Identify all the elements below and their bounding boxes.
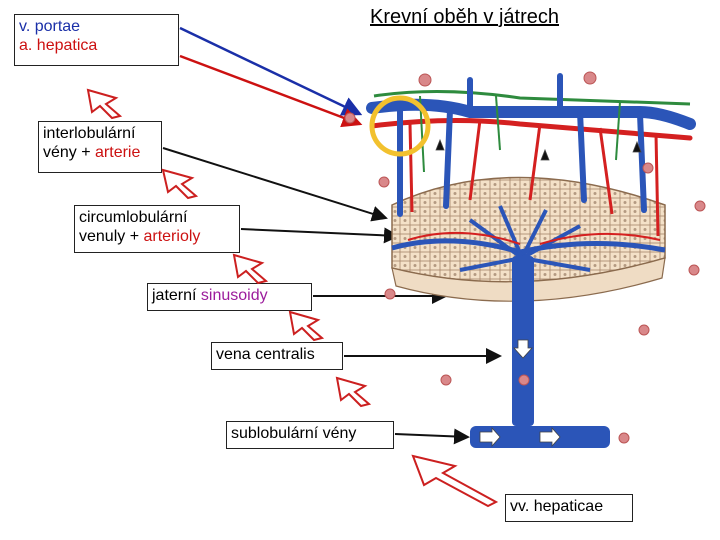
label-portae-hepatica: v. portae a. hepatica bbox=[14, 14, 179, 66]
flow-arrow-6 bbox=[411, 454, 499, 508]
label-sublobular: sublobulární vény bbox=[226, 421, 394, 449]
label-circumlobular: circumlobulární venuly + arterioly bbox=[74, 205, 240, 253]
circumlobular-arterioles bbox=[407, 231, 661, 245]
label-hepatica: a. hepatica bbox=[19, 37, 98, 54]
liver-lobule-illustration bbox=[344, 71, 706, 448]
flow-arrow-2 bbox=[161, 168, 199, 200]
diagram-title: Krevní oběh v játrech bbox=[370, 6, 559, 28]
label-interlobular: interlobulární vény + arterie bbox=[38, 121, 162, 173]
lobule-base bbox=[391, 257, 666, 302]
bile-duct bbox=[373, 89, 691, 106]
label-interlobular-arteries: arterie bbox=[95, 144, 141, 161]
label-sinusoids: jaterní sinusoidy bbox=[147, 283, 312, 311]
label-portae: v. portae bbox=[19, 18, 81, 35]
label-circumlobular-title: circumlobulární bbox=[79, 209, 188, 226]
label-interlobular-title: interlobulární bbox=[43, 125, 136, 142]
label-circumlobular-venules: venuly + bbox=[79, 228, 144, 245]
label-vena-centralis: vena centralis bbox=[211, 342, 343, 370]
blood-cells bbox=[344, 71, 706, 444]
flow-arrow-1 bbox=[86, 88, 123, 120]
flow-arrow-5 bbox=[335, 376, 372, 408]
pointer-interlobular bbox=[162, 147, 388, 222]
flow-arrow-3 bbox=[232, 253, 269, 285]
pointer-sublobular bbox=[394, 428, 470, 445]
label-sinusoids-liver: jaterní bbox=[152, 287, 201, 304]
interlobular-veins bbox=[397, 73, 647, 217]
pointer-portae bbox=[179, 26, 363, 116]
label-sinusoids-word: sinusoidy bbox=[200, 287, 268, 304]
pointer-hepatica bbox=[179, 54, 363, 128]
interlobular-arteries bbox=[408, 119, 660, 237]
flow-arrows bbox=[86, 88, 499, 508]
label-interlobular-veins: vény + bbox=[43, 144, 96, 161]
portal-triad-highlight bbox=[369, 95, 431, 157]
pointer-circumlobular bbox=[240, 227, 400, 244]
label-hepatic-veins: vv. hepaticae bbox=[505, 494, 633, 522]
vessel-flow-arrows bbox=[435, 138, 642, 448]
flow-arrow-4 bbox=[288, 310, 325, 342]
label-circumlobular-arterioles: arterioly bbox=[143, 228, 201, 245]
hepatic-artery-branch bbox=[369, 117, 693, 141]
